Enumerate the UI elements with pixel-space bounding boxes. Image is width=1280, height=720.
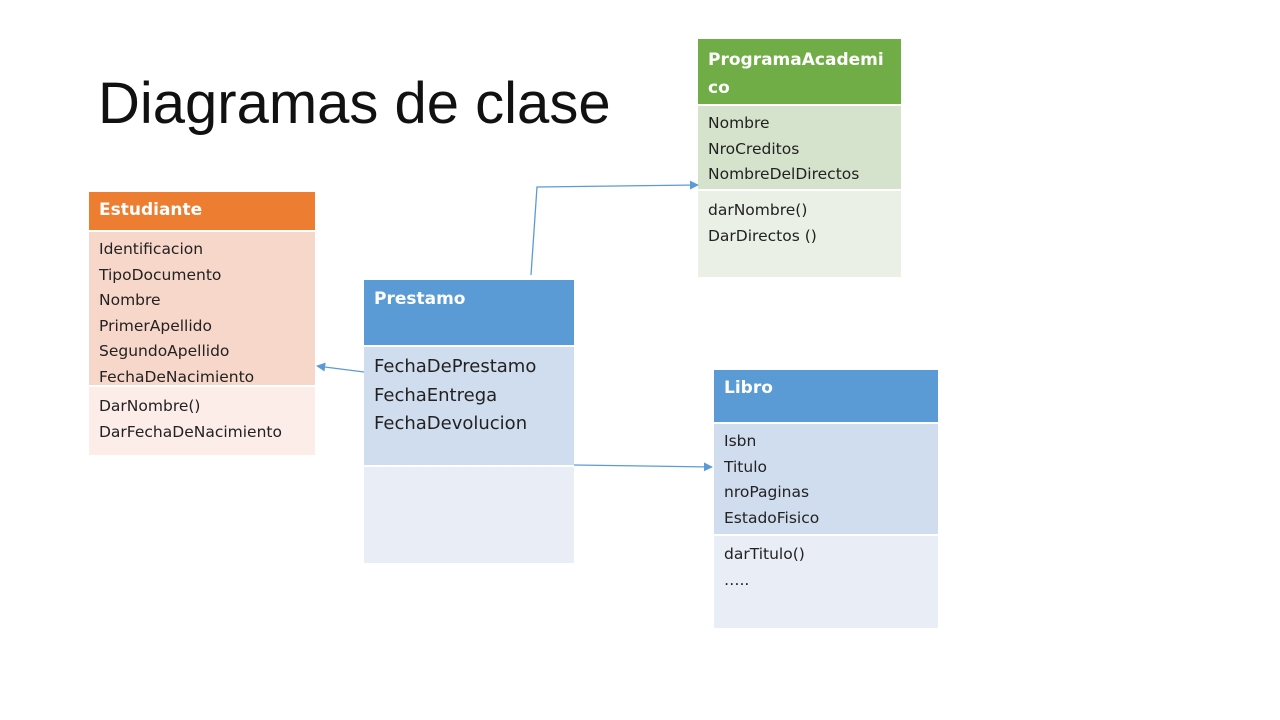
attribute: EstadoFisico [724,508,820,527]
attribute: Nombre [708,114,770,132]
attribute: Identificacion [99,240,204,258]
method: ….. [724,570,750,589]
attribute: Nombre [99,291,161,310]
class-estudiante-attributes: Identificacion TipoDocumento Nombre Prim… [89,232,315,386]
class-programa-academico-attributes: Nombre NroCreditos NombreDelDirectos [698,106,901,189]
attribute: SegundoApellido [99,342,230,361]
class-prestamo-name: Prestamo [374,289,466,309]
class-prestamo-methods [364,467,574,563]
method: DarNombre() [99,397,201,415]
class-libro-methods: darTitulo() ….. [714,536,938,628]
class-prestamo-header: Prestamo [364,280,574,345]
attribute: NombreDelDirectos [708,165,860,183]
attribute: FechaEntrega [374,384,498,406]
class-estudiante[interactable]: Estudiante Identificacion TipoDocumento … [89,192,315,455]
attribute: PrimerApellido [99,316,212,335]
attribute: FechaDevolucion [374,413,528,434]
class-libro-name: Libro [724,378,773,398]
attribute: nroPaginas [724,483,810,501]
class-prestamo-attributes: FechaDePrestamo FechaEntrega FechaDevolu… [364,347,574,465]
class-estudiante-name: Estudiante [99,200,203,220]
class-programa-academico-name: ProgramaAcademi [708,50,884,70]
class-programa-academico[interactable]: ProgramaAcademi co Nombre NroCreditos No… [698,39,901,277]
attribute: Titulo [724,457,767,476]
class-libro[interactable]: Libro Isbn Titulo nroPaginas EstadoFisic… [714,370,938,628]
method: darNombre() [708,201,808,219]
class-libro-attributes: Isbn Titulo nroPaginas EstadoFisico [714,424,938,534]
class-estudiante-header: Estudiante [89,192,315,230]
attribute: FechaDePrestamo [374,356,537,377]
class-estudiante-methods: DarNombre() DarFechaDeNacimiento [89,387,315,455]
relation-prestamo-programa-arrow [530,180,699,276]
method: DarFechaDeNacimiento [99,422,282,441]
relation-prestamo-libro-arrow [573,462,713,472]
attribute: NroCreditos [708,139,800,158]
class-libro-header: Libro [714,370,938,422]
method: DarDirectos () [708,226,817,245]
attribute: FechaDeNacimiento [99,367,255,386]
class-prestamo[interactable]: Prestamo FechaDePrestamo FechaEntrega Fe… [364,280,574,563]
class-programa-academico-methods: darNombre() DarDirectos () [698,191,901,277]
diagram-title: Diagramas de clase [98,71,611,136]
relation-prestamo-estudiante-arrow [316,362,365,373]
class-programa-academico-name: co [708,78,730,98]
class-programa-academico-header: ProgramaAcademi co [698,39,901,104]
attribute: TipoDocumento [99,265,222,284]
method: darTitulo() [724,545,805,563]
attribute: Isbn [724,432,757,450]
